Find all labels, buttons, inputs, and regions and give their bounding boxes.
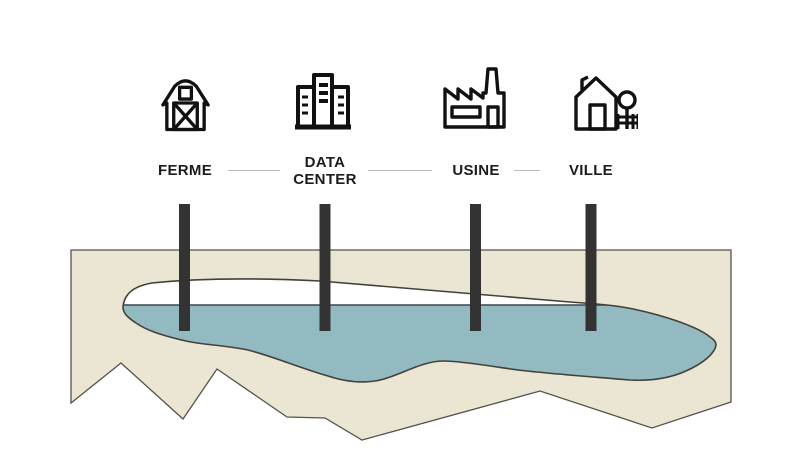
well-pipe-ville	[585, 204, 597, 331]
well-pipe-ferme	[179, 204, 190, 331]
site-usine	[440, 63, 512, 133]
barn-icon	[159, 71, 212, 133]
site-label-data-center: DATA CENTER	[293, 154, 357, 188]
site-label-ferme: FERME	[158, 162, 212, 179]
label-connector-1	[228, 170, 280, 171]
site-label-usine: USINE	[452, 162, 500, 179]
label-connector-3	[514, 170, 540, 171]
label-connector-2	[368, 170, 432, 171]
site-ville	[570, 70, 638, 132]
site-label-ville: VILLE	[568, 162, 613, 179]
well-pipe-usine	[470, 204, 481, 331]
data-center-icon	[291, 72, 355, 133]
site-data-center	[291, 72, 355, 133]
aquifer-outline	[122, 278, 717, 383]
well-pipe-data-center	[319, 204, 331, 331]
factory-icon	[440, 63, 512, 133]
town-icon	[570, 70, 638, 132]
site-ferme	[159, 71, 212, 133]
